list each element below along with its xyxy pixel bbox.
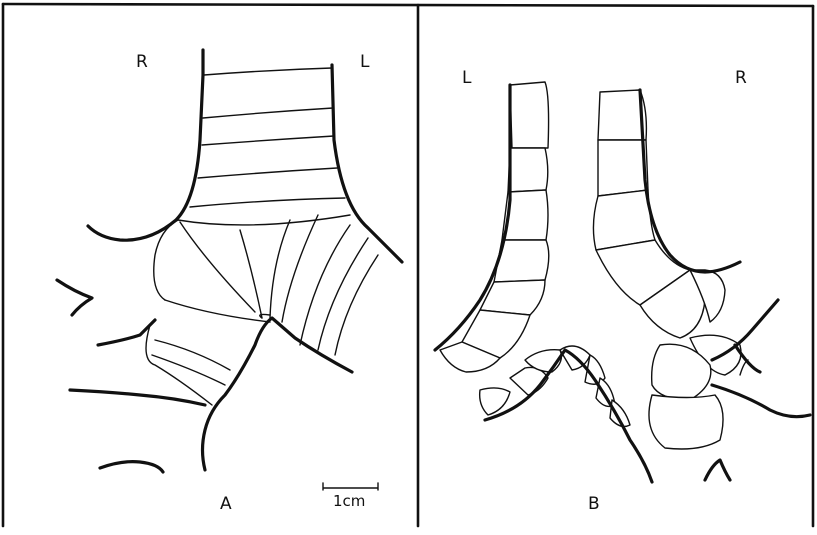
panel-a-left-label: L	[360, 52, 369, 72]
panel-a-right-label: R	[136, 52, 148, 72]
panel-a-trachea-right-wall	[88, 50, 203, 240]
panel-a-drawing	[57, 50, 402, 490]
panel-a-scale-bar	[323, 483, 378, 490]
panel-a-scale-label: 1cm	[333, 492, 365, 510]
panel-b-drawing	[435, 82, 810, 482]
panel-a-letter: A	[220, 494, 232, 514]
panel-b-letter: B	[588, 494, 600, 514]
panel-b-right-label: R	[735, 68, 747, 88]
panel-a-trachea-left-wall	[332, 65, 402, 262]
panel-b-left-label: L	[462, 68, 471, 88]
